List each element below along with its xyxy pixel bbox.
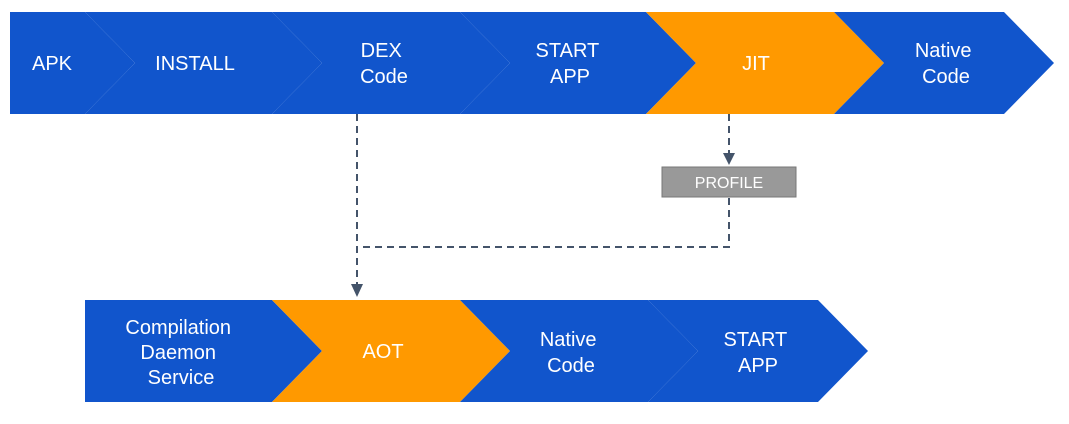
- chevron-aot: [272, 300, 510, 402]
- chevron-native-code-bottom: [460, 300, 698, 402]
- chevron-dex-code: [272, 12, 510, 114]
- top-row: APK INSTALL DEX Code START APP: [10, 12, 1054, 114]
- label-compilation-daemon-service-line-2: Daemon: [140, 342, 216, 364]
- step-dex-code: DEX Code: [272, 12, 510, 114]
- label-dex-code-line-1: DEX: [361, 40, 402, 62]
- label-install: INSTALL: [155, 53, 235, 75]
- label-apk-line-1: APK: [32, 53, 73, 75]
- step-start-app: START APP: [460, 12, 696, 114]
- chevron-start-app: [460, 12, 696, 114]
- label-native-code-line-1: Native: [915, 40, 972, 62]
- chevron-start-app-bottom: [648, 300, 868, 402]
- step-native-code: Native Code: [834, 12, 1054, 114]
- label-start-app-bottom-line-1: START: [724, 329, 787, 351]
- arrowhead-aot-icon: [351, 284, 363, 297]
- label-compilation-daemon-service: Compilation Daemon Service: [125, 317, 236, 389]
- step-start-app-bottom: START APP: [648, 300, 868, 402]
- profile-label: PROFILE: [695, 175, 763, 192]
- label-native-code-bottom-line-2: Code: [547, 355, 595, 377]
- connector-profile-to-aot: [357, 198, 730, 248]
- label-jit-line-1: JIT: [742, 53, 770, 75]
- profile-box: PROFILE: [661, 166, 797, 198]
- connectors: [351, 114, 735, 297]
- profile-rect: [661, 166, 797, 198]
- arrowhead-profile-icon: [723, 153, 735, 165]
- step-install: INSTALL: [85, 12, 322, 114]
- label-native-code-bottom-line-1: Native: [540, 329, 597, 351]
- chevron-apk: [10, 12, 135, 114]
- chevron-compilation-daemon-service: [85, 300, 322, 402]
- label-native-code-line-2: Code: [922, 66, 970, 88]
- label-dex-code-line-2: Code: [360, 66, 408, 88]
- label-aot: AOT: [362, 341, 403, 363]
- chevron-native-code: [834, 12, 1054, 114]
- chevron-jit: [646, 12, 884, 114]
- label-aot-line-1: AOT: [362, 341, 403, 363]
- label-install-line-1: INSTALL: [155, 53, 235, 75]
- label-compilation-daemon-service-line-1: Compilation: [125, 317, 231, 339]
- label-start-app-bottom-line-2: APP: [738, 355, 778, 377]
- label-start-app-line-1: START: [536, 40, 599, 62]
- label-jit: JIT: [742, 53, 770, 75]
- step-native-code-bottom: Native Code: [460, 300, 698, 402]
- label-dex-code: DEX Code: [360, 40, 408, 88]
- label-start-app-line-2: APP: [550, 66, 590, 88]
- label-native-code: Native Code: [915, 40, 977, 88]
- chevron-install: [85, 12, 322, 114]
- bottom-row: Compilation Daemon Service AOT Native Co…: [85, 300, 868, 402]
- step-jit: JIT: [646, 12, 884, 114]
- step-aot: AOT: [272, 300, 510, 402]
- label-apk: APK: [32, 53, 73, 75]
- step-apk: APK: [10, 12, 135, 114]
- label-compilation-daemon-service-line-3: Service: [148, 367, 215, 389]
- step-compilation-daemon-service: Compilation Daemon Service: [85, 300, 322, 402]
- label-start-app-bottom: START APP: [724, 329, 793, 377]
- label-start-app: START APP: [536, 40, 605, 88]
- label-native-code-bottom: Native Code: [540, 329, 602, 377]
